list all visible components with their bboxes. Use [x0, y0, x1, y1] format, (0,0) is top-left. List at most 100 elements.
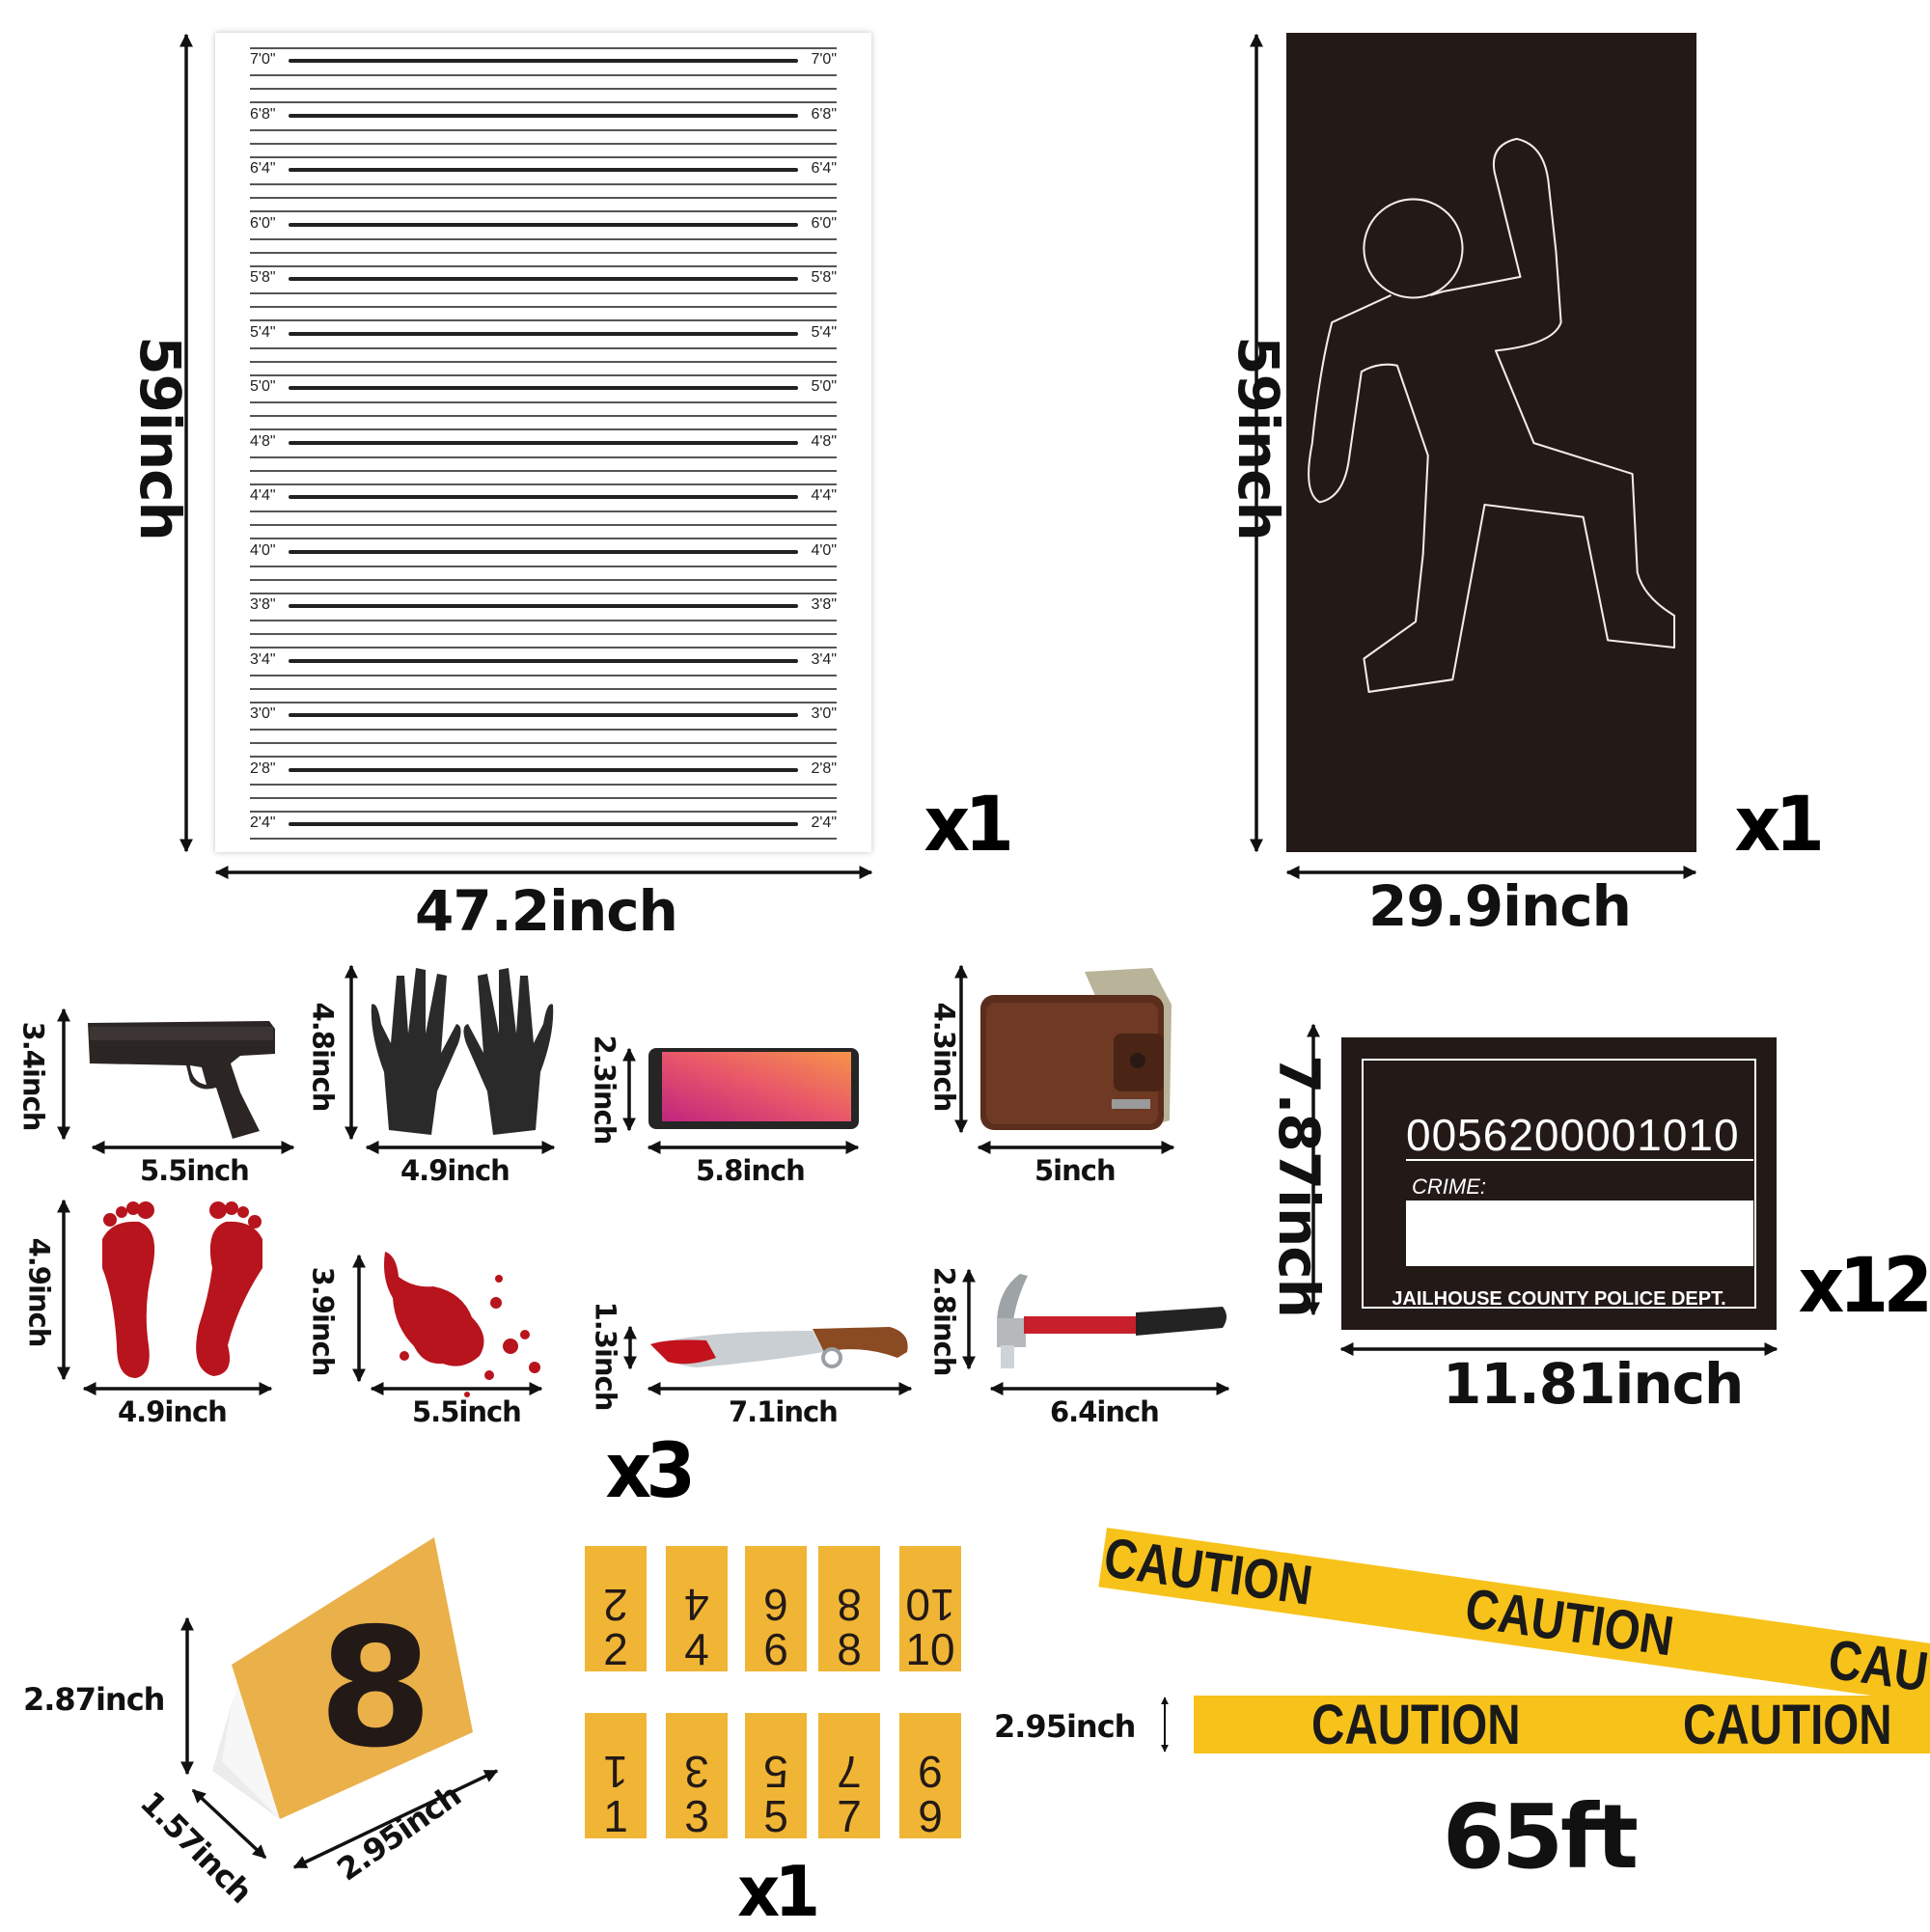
crime-label: CRIME: [1412, 1174, 1486, 1199]
height-mark-label-left: 6'8" [250, 105, 276, 123]
height-chart-thin-line [250, 469, 837, 472]
height-mark-line [289, 767, 798, 772]
gun-prop [88, 1021, 275, 1139]
height-chart-thin-line [250, 264, 837, 267]
tape-height-label: 2.95inch [994, 1708, 1136, 1745]
number-card-label: 10 [905, 1624, 955, 1674]
height-chart-thin-line [250, 401, 837, 404]
height-mark-label-left: 7'0" [250, 51, 276, 68]
height-mark-label-right: 7'0" [811, 51, 837, 68]
footprints-height-label: 4.9inch [22, 1237, 56, 1347]
name-card-height-label: 7.87inch [1265, 1055, 1332, 1317]
height-chart-thin-line [250, 46, 837, 49]
crime-blank-box [1406, 1201, 1753, 1266]
height-mark-line [289, 113, 798, 118]
splatter-width-label: 5.5inch [412, 1395, 522, 1428]
height-mark-line [289, 222, 798, 227]
number-card-label-inverted: 10 [905, 1580, 955, 1630]
gloves-prop [371, 968, 554, 1135]
height-mark-label-left: 3'4" [250, 650, 276, 668]
wallet-prop [980, 968, 1172, 1130]
height-mark-line [289, 331, 798, 336]
height-mark-label-left: 3'0" [250, 705, 276, 722]
blood-splatter-prop [384, 1252, 540, 1397]
chalk-body-outline [1308, 137, 1676, 693]
height-chart-thin-line [250, 155, 837, 158]
gloves-height-label: 4.8inch [306, 1002, 340, 1112]
hammer-width-label: 6.4inch [1050, 1395, 1160, 1428]
height-mark-label-right: 6'8" [811, 105, 837, 123]
height-chart-thin-line [250, 237, 837, 240]
height-mark-line [289, 604, 798, 608]
body-outline-backdrop [1286, 33, 1696, 852]
height-mark-line [289, 277, 798, 281]
splatter-height-label: 3.9inch [306, 1266, 340, 1376]
number-card-label: 7 [837, 1791, 862, 1841]
height-chart-thin-line [250, 838, 837, 841]
outline-body [1308, 137, 1676, 693]
height-chart-thin-line [250, 565, 837, 567]
height-mark-line [289, 822, 798, 826]
height-chart-thin-line [250, 251, 837, 254]
tape-text: CAUTION [1461, 1576, 1678, 1669]
number-card-label-inverted: 3 [684, 1747, 709, 1797]
height-mark-label-left: 3'8" [250, 596, 276, 613]
height-mark-label-right: 5'8" [811, 269, 837, 286]
height-chart-thin-line [250, 647, 837, 649]
height-chart-thin-line [250, 88, 837, 91]
evidence-tent-card [212, 1537, 473, 1819]
height-mark-label-left: 4'8" [250, 432, 276, 450]
height-mark-label-right: 5'4" [811, 323, 837, 341]
height-mark-line [289, 168, 798, 172]
height-mark-label-left: 5'0" [250, 378, 276, 395]
height-mark-label-right: 3'4" [811, 650, 837, 668]
name-card-width-label: 11.81inch [1443, 1351, 1744, 1417]
height-chart-thin-line [250, 729, 837, 731]
height-mark-label-right: 6'0" [811, 214, 837, 232]
number-card-label-inverted: 7 [837, 1747, 862, 1797]
number-card-label: 9 [918, 1791, 943, 1841]
height-chart-thin-line [250, 197, 837, 200]
caution-tape-diagonal: CAUTION CAUTION CAUTION [1098, 1528, 1930, 1717]
height-chart-backdrop: 7'0"7'0"6'8"6'8"6'4"6'4"6'0"6'0"5'8"5'8"… [215, 33, 871, 852]
height-chart-thin-line [250, 74, 837, 77]
outline-head [1363, 198, 1464, 299]
height-mark-label-right: 4'4" [811, 487, 837, 504]
card-number: 0056200001010 [1406, 1111, 1753, 1161]
number-card-label-inverted: 9 [918, 1747, 943, 1797]
height-mark-line [289, 658, 798, 663]
hammer-prop [997, 1274, 1227, 1368]
panel-count: x1 [1734, 782, 1825, 869]
wallet-height-label: 4.3inch [927, 1002, 961, 1112]
hammer-height-label: 2.8inch [927, 1266, 961, 1376]
phone-width-label: 5.8inch [696, 1154, 806, 1187]
knife-height-label: 1.3inch [589, 1301, 622, 1411]
height-chart-thin-line [250, 455, 837, 458]
height-chart-thin-line [250, 511, 837, 513]
knife-prop [650, 1327, 908, 1368]
gun-width-label: 5.5inch [140, 1154, 250, 1187]
height-chart-thin-line [250, 306, 837, 309]
phone-height-label: 2.3inch [588, 1035, 621, 1145]
height-mark-label-left: 2'8" [250, 759, 276, 777]
height-mark-label-right: 2'4" [811, 814, 837, 831]
number-card-label: 6 [763, 1624, 788, 1674]
height-chart-thin-line [250, 428, 837, 431]
number-card-label-inverted: 8 [837, 1580, 862, 1630]
name-card-count: x12 [1798, 1243, 1930, 1330]
height-mark-line [289, 386, 798, 390]
tape-text: CAUTION [1100, 1528, 1316, 1617]
height-mark-label-left: 5'8" [250, 269, 276, 286]
knife-width-label: 7.1inch [729, 1395, 839, 1428]
height-mark-label-left: 2'4" [250, 814, 276, 831]
height-mark-label-right: 6'4" [811, 160, 837, 177]
height-chart-thin-line [250, 373, 837, 376]
height-chart-width-label: 47.2inch [415, 878, 678, 944]
height-mark-label-right: 4'0" [811, 541, 837, 559]
